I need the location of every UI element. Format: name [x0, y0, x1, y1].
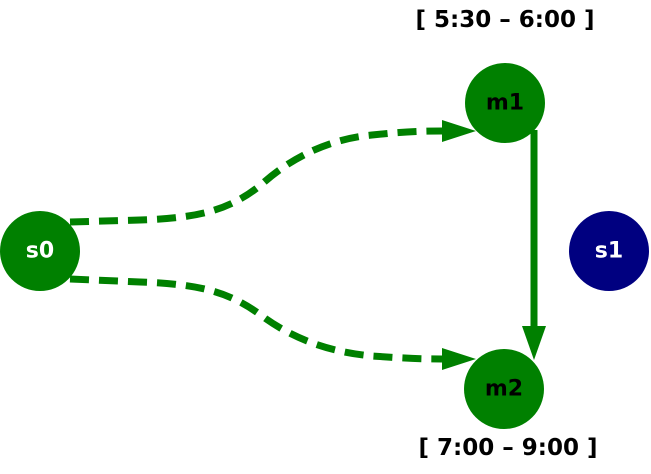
node-m1: m1 [465, 63, 545, 143]
node-m1-label: m1 [486, 91, 524, 116]
edge-m1-to-m2 [522, 130, 546, 360]
edge-s0-to-m2 [69, 275, 476, 370]
node-s1-circle [569, 211, 649, 291]
edge-s0-to-m1 [69, 120, 476, 226]
edge-s0-m2-line [69, 275, 443, 363]
time-window-m1: [ 5:30 – 6:00 ] [416, 7, 595, 33]
edge-s0-m2-arrowhead [442, 348, 476, 370]
edge-s0-m1-arrowhead [442, 120, 476, 142]
node-s0-circle [0, 211, 80, 291]
edge-m1-m2-arrowhead [522, 326, 546, 360]
node-m1-circle [465, 63, 545, 143]
edge-s0-m1-line [69, 127, 443, 226]
node-s0: s0 [0, 211, 80, 291]
node-m2-circle [464, 349, 544, 429]
time-window-m2: [ 7:00 – 9:00 ] [419, 435, 598, 461]
node-s1-label: s1 [595, 239, 623, 264]
node-m2-label: m2 [485, 377, 523, 402]
node-s1: s1 [569, 211, 649, 291]
node-m2: m2 [464, 349, 544, 429]
node-s0-label: s0 [26, 239, 54, 264]
